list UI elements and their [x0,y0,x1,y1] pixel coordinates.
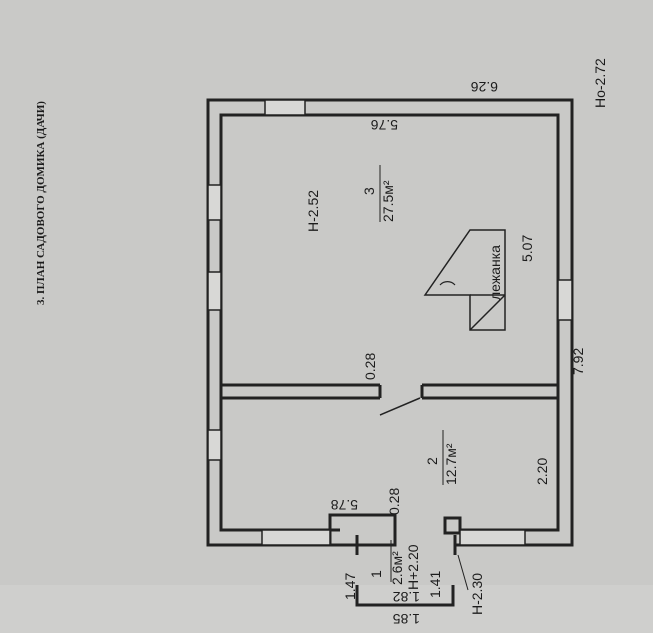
windows [207,99,573,546]
room1-number: 1 [368,570,384,578]
dim-porch-inner: 1.82 [393,589,420,605]
plan-title: 3. ПЛАН САДОВОГО ДОМИКА (ДАЧИ) [35,101,47,305]
dim-wall-2: 0.28 [386,488,402,515]
dim-wall-1: 0.28 [362,353,378,380]
room3-number: 3 [361,187,377,195]
dim-room3-width: 5.76 [371,117,398,133]
dim-porch-outer: 1.85 [393,611,420,627]
ground-level: Но-2.72 [592,58,608,108]
room1-level: Н+2.20 [405,544,421,590]
stove-label: лежанка [487,245,503,300]
page-fold [0,585,653,633]
room2-number: 2 [424,457,440,465]
dim-outer-width: 6.26 [471,79,498,95]
room2-area: 12.7м² [443,443,459,485]
dim-room3-depth: 5.07 [519,235,535,262]
dim-porch-depth-outer: 1.47 [342,573,358,600]
room1-area: 2.6м² [389,551,405,585]
porch-level: Н-2.30 [469,573,485,615]
dim-room2-depth: 2.20 [534,458,550,485]
stove: лежанка [423,229,506,331]
dim-total-length: 7.92 [570,348,586,375]
room3-height: Н-2.52 [305,190,321,232]
porch [355,535,457,607]
room3-area: 27.5м² [380,180,396,222]
door-swing [379,397,421,416]
walls [206,98,574,547]
dim-room2-width: 5.78 [331,497,358,513]
dim-porch-depth-inner: 1.41 [427,571,443,598]
